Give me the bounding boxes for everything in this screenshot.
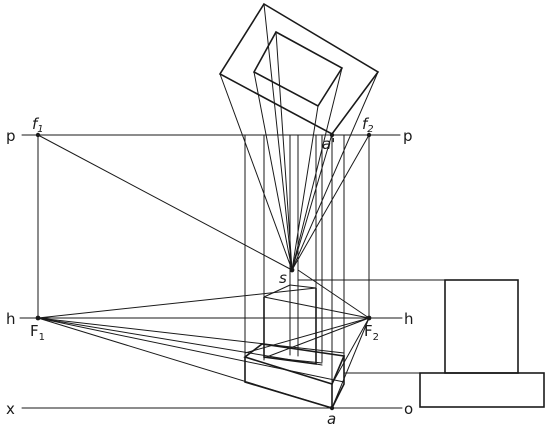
upper-block-top-left [263, 284, 291, 298]
point-f1 [35, 132, 41, 138]
label-p-left: p [6, 127, 16, 145]
point-a [329, 405, 335, 411]
elevation-base-block [419, 372, 545, 408]
label-F1: F1 [30, 322, 45, 343]
F1-to-upper-3 [37, 317, 323, 366]
line-s-f2 [291, 134, 370, 271]
upper-block-top-right [289, 284, 317, 289]
F2-to-s [297, 269, 370, 319]
F2-to-a [331, 317, 370, 409]
ray-outer-front [291, 133, 333, 271]
label-o: o [404, 400, 413, 418]
label-f1: f1 [32, 115, 44, 135]
perspective-upper-block [263, 284, 323, 365]
F2-to-front [331, 317, 370, 385]
height-transfer-lines [297, 279, 446, 374]
elevation-view [419, 279, 545, 408]
label-a-prime: a' [322, 135, 335, 153]
label-s: s [279, 269, 287, 287]
point-F2 [366, 315, 372, 321]
point-f2 [366, 132, 372, 138]
label-f2: f2 [362, 115, 374, 135]
base-sides [244, 356, 345, 409]
label-a: a [327, 410, 336, 428]
label-F2: F2 [364, 322, 379, 343]
ray-outer-back [263, 3, 293, 271]
line-s-f1 [37, 134, 293, 271]
label-h-right: h [404, 310, 414, 328]
F2-to-base-left [244, 317, 370, 354]
point-s [289, 267, 295, 273]
ray-inner-front [291, 105, 319, 271]
ray-outer-left [219, 73, 293, 271]
ray-outer-right [291, 71, 379, 271]
upper-block-outline [263, 288, 317, 365]
F1-to-upper-2 [37, 287, 317, 319]
point-a-prime [329, 132, 335, 138]
label-h-left: h [6, 310, 16, 328]
elevation-upper-block [444, 279, 519, 374]
label-p-right: p [403, 127, 413, 145]
ray-inner-left [253, 71, 293, 271]
ray-inner-right [291, 67, 343, 271]
upper-block-bottom [263, 356, 323, 364]
label-x: x [6, 400, 15, 418]
ray-inner-back [275, 31, 293, 271]
plan-outer-square [218, 2, 380, 136]
perspective-base-block [243, 343, 346, 409]
visual-rays [219, 3, 379, 271]
point-F1 [35, 315, 41, 321]
projection-verticals [244, 134, 345, 409]
